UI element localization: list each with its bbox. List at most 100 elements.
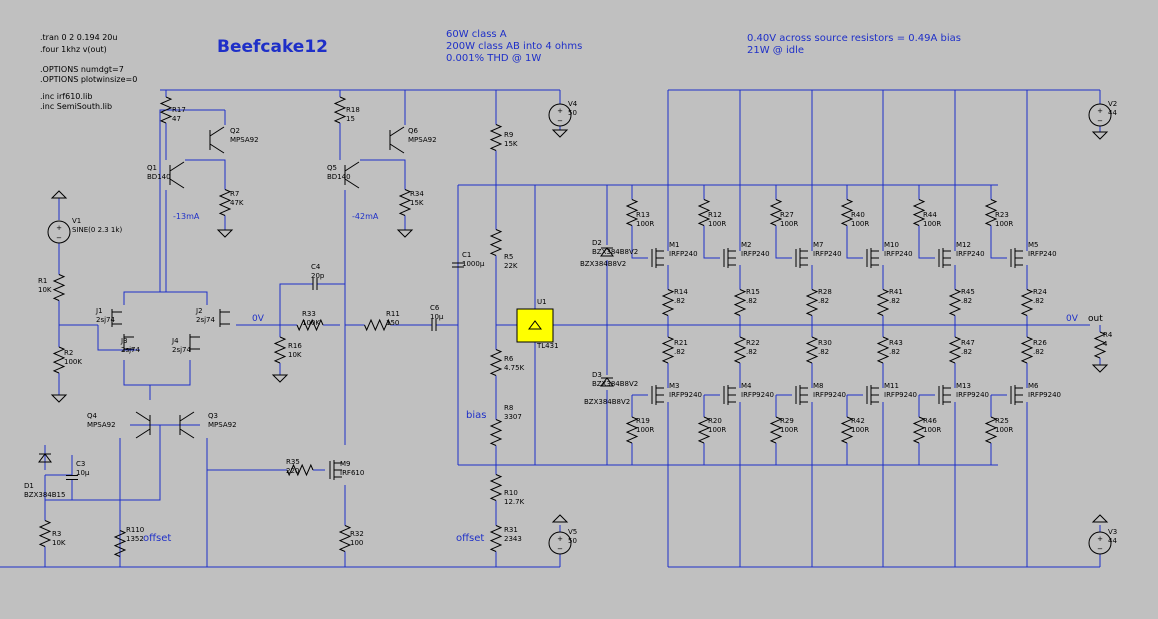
value-label: MPSA92 xyxy=(408,136,437,144)
resistor-R23[interactable] xyxy=(984,199,998,226)
resistor-R26[interactable] xyxy=(1020,336,1034,364)
wire xyxy=(703,240,720,259)
value-label: 44 xyxy=(1108,537,1117,545)
wire xyxy=(160,291,208,305)
ref-label: C4 xyxy=(311,263,321,271)
resistor-R1[interactable] xyxy=(52,274,66,301)
resistor-R42[interactable] xyxy=(840,416,854,444)
resistor-R8[interactable] xyxy=(489,419,503,446)
resistor-R45[interactable] xyxy=(948,289,962,316)
ref-label: M8 xyxy=(813,382,824,390)
resistor-R14[interactable] xyxy=(661,289,675,316)
resistor-R18[interactable] xyxy=(333,96,347,124)
ref-label: R5 xyxy=(504,253,513,261)
resistor-R7[interactable] xyxy=(218,189,232,216)
resistor-R21[interactable] xyxy=(661,336,675,364)
resistor-R44[interactable] xyxy=(912,199,926,226)
ref-label: M12 xyxy=(956,241,971,249)
resistor-R30[interactable] xyxy=(805,336,819,364)
resistor-R16[interactable] xyxy=(273,336,287,364)
wire xyxy=(44,425,161,501)
voltage-source-V5[interactable] xyxy=(548,531,572,555)
directive-numdgt: .OPTIONS numdgt=7 xyxy=(40,65,124,74)
directive-tran: .tran 0 2 0.194 20u xyxy=(40,33,118,42)
value-label: 47K xyxy=(230,199,244,207)
resistor-R41[interactable] xyxy=(876,289,890,316)
net-label-bias: bias xyxy=(466,410,487,421)
resistor-R2[interactable] xyxy=(52,346,66,374)
value-label: 100R xyxy=(851,426,869,434)
resistor-R40[interactable] xyxy=(840,199,854,226)
ground-symbol xyxy=(396,229,414,238)
diode-D2[interactable] xyxy=(600,247,614,257)
resistor-R32[interactable] xyxy=(338,525,352,552)
diode-D1[interactable] xyxy=(38,453,52,463)
resistor-R43[interactable] xyxy=(876,336,890,364)
current-label-left: -13mA xyxy=(173,212,200,221)
voltage-source-V2[interactable] xyxy=(1088,103,1112,127)
resistor-R10[interactable] xyxy=(489,474,503,501)
voltage-source-V1[interactable] xyxy=(47,220,71,244)
ground-symbol xyxy=(551,129,569,138)
resistor-R17[interactable] xyxy=(159,96,173,124)
ref-label: J4 xyxy=(171,337,179,345)
resistor-R19[interactable] xyxy=(625,416,639,444)
net-label-0v-right: 0V xyxy=(1066,314,1078,324)
resistor-R20[interactable] xyxy=(697,416,711,444)
resistor-R35[interactable] xyxy=(286,463,314,477)
value-label: IRFP9240 xyxy=(741,391,774,399)
voltage-source-V4[interactable] xyxy=(548,103,572,127)
resistor-R31[interactable] xyxy=(489,525,503,552)
transistor-collector xyxy=(179,411,195,422)
value-label: 44 xyxy=(1108,109,1117,117)
resistor-R3[interactable] xyxy=(38,520,52,547)
value-label: .82 xyxy=(1033,348,1044,356)
ref-label: R7 xyxy=(230,190,239,198)
resistor-R15[interactable] xyxy=(733,289,747,316)
resistor-R6[interactable] xyxy=(489,349,503,376)
resistor-R110[interactable] xyxy=(113,530,127,557)
resistor-R11[interactable] xyxy=(364,318,391,332)
ref-label: R40 xyxy=(851,211,865,219)
value-label: 100R xyxy=(923,220,941,228)
voltage-source-V3[interactable] xyxy=(1088,531,1112,555)
resistor-R24[interactable] xyxy=(1020,289,1034,316)
value-label: 10K xyxy=(288,351,302,359)
resistor-R4[interactable] xyxy=(1093,331,1107,359)
resistor-R25[interactable] xyxy=(984,416,998,444)
transistor-emitter xyxy=(179,428,195,439)
resistor-R9[interactable] xyxy=(489,124,503,151)
resistor-R28[interactable] xyxy=(805,289,819,316)
value-label: 100R xyxy=(995,220,1013,228)
resistor-R22[interactable] xyxy=(733,336,747,364)
resistor-R29[interactable] xyxy=(769,416,783,444)
ref-label: R21 xyxy=(674,339,688,347)
ref-label: R46 xyxy=(923,417,937,425)
value-label: IRFP9240 xyxy=(884,391,917,399)
ref-label: J3 xyxy=(120,337,128,345)
resistor-R27[interactable] xyxy=(769,199,783,226)
tl431-diode xyxy=(528,320,542,330)
resistor-R5[interactable] xyxy=(489,229,503,256)
resistor-R12[interactable] xyxy=(697,199,711,226)
resistor-R33[interactable] xyxy=(296,318,324,332)
resistor-R34[interactable] xyxy=(398,189,412,216)
resistor-R13[interactable] xyxy=(625,199,639,226)
value-label: .82 xyxy=(889,297,900,305)
value-label: 220 xyxy=(286,467,299,475)
source-minus: − xyxy=(1097,545,1103,553)
transistor-emitter xyxy=(389,143,405,154)
ref-label: M7 xyxy=(813,241,824,249)
note-class-ab: 200W class AB into 4 ohms xyxy=(446,41,583,52)
value-label: .82 xyxy=(889,348,900,356)
ref-label: V1 xyxy=(72,217,81,225)
resistor-R46[interactable] xyxy=(912,416,926,444)
ref-label: M9 xyxy=(340,460,351,468)
u1-tl431[interactable] xyxy=(516,308,554,343)
ref-label: U1 xyxy=(537,298,547,306)
source-minus: − xyxy=(56,234,62,242)
resistor-R47[interactable] xyxy=(948,336,962,364)
diode-D3[interactable] xyxy=(600,377,614,387)
wire xyxy=(159,109,225,292)
